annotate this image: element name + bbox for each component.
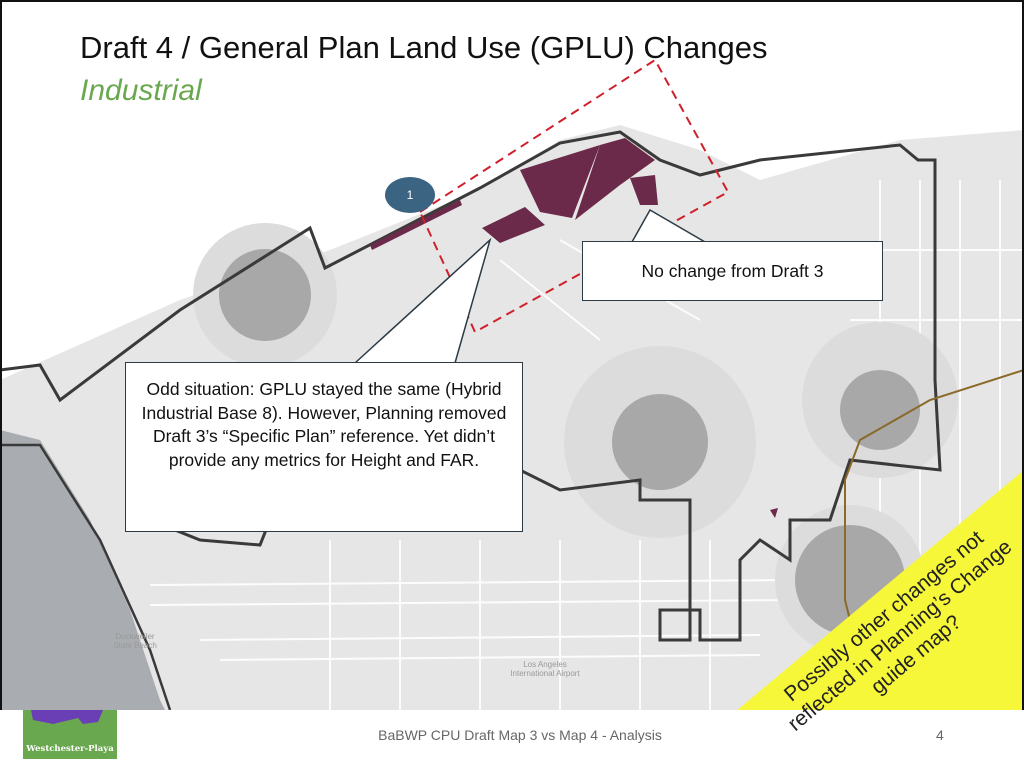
- industrial-parcels: [370, 138, 778, 518]
- slide-footer: [0, 710, 1024, 768]
- rail-line: [844, 369, 1024, 641]
- coast-line: [0, 443, 172, 711]
- logo: Westchester-Playa: [23, 710, 117, 759]
- callout-no-change: No change from Draft 3: [582, 241, 883, 301]
- logo-map-icon: [31, 710, 103, 724]
- callout-odd-situation: Odd situation: GPLU stayed the same (Hyb…: [125, 362, 523, 532]
- ocean: [0, 430, 165, 710]
- highlight-area-box: [418, 58, 730, 334]
- slide-title: Draft 4 / General Plan Land Use (GPLU) C…: [80, 30, 768, 65]
- place-label-airport: Los Angeles International Airport: [510, 660, 580, 678]
- page-number: 4: [936, 727, 944, 743]
- logo-text: Westchester-Playa: [26, 744, 114, 754]
- note-banner: [668, 470, 1024, 768]
- map-marker: 1: [385, 177, 435, 213]
- place-label-beach: Dockweiler State Beach: [113, 632, 157, 650]
- slide-subtitle: Industrial: [80, 74, 202, 107]
- footer-text: BaBWP CPU Draft Map 3 vs Map 4 - Analysi…: [378, 727, 662, 743]
